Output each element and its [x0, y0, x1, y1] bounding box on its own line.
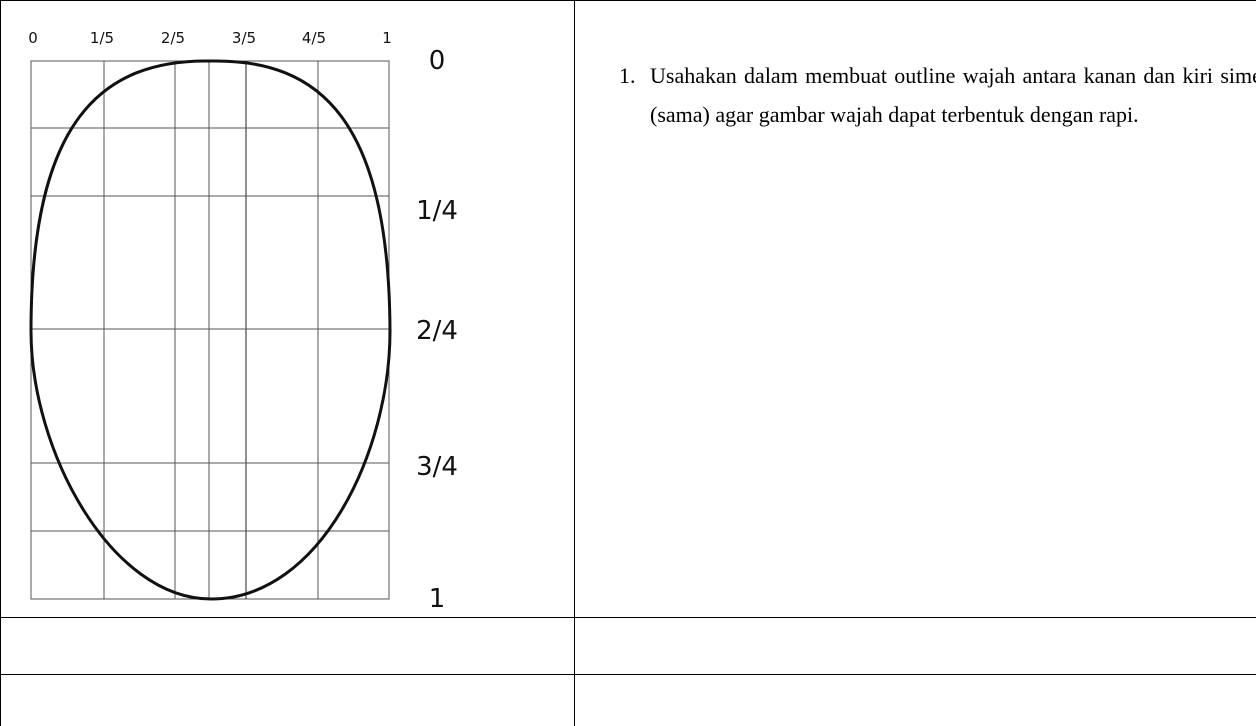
instruction-text: Usahakan dalam membuat outline wajah ant… — [650, 63, 1256, 127]
table-row-divider-2 — [0, 674, 1256, 675]
right-label-0: 0 — [429, 46, 446, 76]
face-drawing-cell: 0 1/5 2/5 3/5 4/5 1 0 1/4 2/4 3/4 1 — [1, 1, 574, 617]
row-3-left-cell — [1, 675, 574, 726]
row-2-left-cell — [1, 618, 574, 674]
row-2-right-cell — [575, 618, 1256, 674]
face-outline-drawing: 0 1/5 2/5 3/5 4/5 1 0 1/4 2/4 3/4 1 — [28, 29, 458, 614]
top-label-4: 4/5 — [302, 29, 326, 47]
face-outline — [29, 59, 392, 601]
top-label-5: 1 — [382, 29, 392, 47]
table-border-left — [0, 0, 1, 726]
right-labels: 0 1/4 2/4 3/4 1 — [416, 46, 458, 614]
top-label-0: 0 — [28, 29, 38, 47]
instruction-number: 1. — [619, 63, 636, 88]
top-label-2: 2/5 — [161, 29, 185, 47]
right-label-4: 1 — [429, 584, 446, 614]
right-label-1: 1/4 — [416, 196, 458, 226]
table-column-divider — [574, 0, 575, 726]
right-label-2: 2/4 — [416, 316, 458, 346]
top-label-3: 3/5 — [232, 29, 256, 47]
table-border-top — [0, 0, 1256, 1]
top-labels: 0 1/5 2/5 3/5 4/5 1 — [28, 29, 392, 47]
right-label-3: 3/4 — [416, 452, 458, 482]
table-row-divider-1 — [0, 617, 1256, 618]
top-label-1: 1/5 — [90, 29, 114, 47]
row-3-right-cell — [575, 675, 1256, 726]
